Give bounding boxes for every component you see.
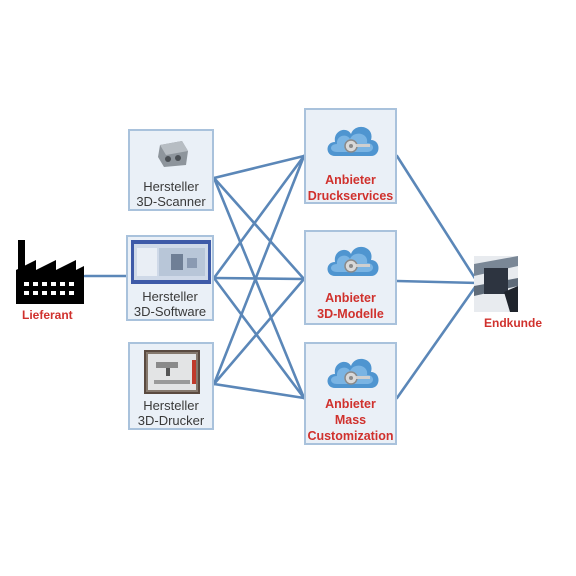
manufacturer-line2: 3D-Scanner <box>136 194 206 209</box>
provider-line1: Anbieter <box>325 291 376 305</box>
provider-line2: 3D-Modelle <box>317 307 384 321</box>
connector-modelle-end <box>395 279 480 285</box>
manufacturer-line2: 3D-Drucker <box>137 413 205 428</box>
end-customer-label: Endkunde <box>484 316 543 330</box>
provider-box-3d-modelle: Anbieter 3D-Modelle <box>304 230 397 325</box>
provider-box-druckservices: Anbieter Druckservices <box>304 108 397 204</box>
provider-box-mass-customization: Anbieter Mass Customization <box>304 342 397 445</box>
provider-line2: Druckservices <box>307 189 394 203</box>
provider-line1: Anbieter <box>325 173 376 187</box>
3d-printer-icon <box>144 350 200 394</box>
connector-scanner-modelle <box>212 176 306 281</box>
manufacturer-line1: Hersteller <box>143 398 199 413</box>
supplier-node: Lieferant <box>12 238 88 322</box>
supplier-label: Lieferant <box>22 308 73 322</box>
connector-drucker-mass <box>212 382 306 400</box>
connector-druck-end <box>395 154 480 285</box>
provider-line1: Anbieter <box>325 397 376 411</box>
connector-software-mass <box>212 276 306 400</box>
software-screenshot-icon <box>131 240 211 284</box>
connector-mass-end <box>395 281 480 400</box>
connector-software-druck <box>212 154 306 280</box>
provider-line2: Mass <box>334 413 367 427</box>
connector-scanner-mass <box>212 176 306 400</box>
manufacturer-box-scanner: Hersteller 3D-Scanner <box>128 129 214 211</box>
manufacturer-line1: Hersteller <box>142 289 198 304</box>
cloud-key-icon <box>327 358 379 388</box>
connector-drucker-modelle <box>212 277 306 386</box>
factory-icon <box>16 240 84 304</box>
connector-scanner-druck <box>212 154 306 180</box>
scanner-icon <box>158 141 188 167</box>
connector-software-modelle <box>212 276 306 281</box>
provider-line3: Customization <box>307 429 394 443</box>
cloud-key-icon <box>327 126 379 156</box>
end-customer-node: Endkunde <box>474 252 576 336</box>
end-customer-photo <box>474 256 518 312</box>
connector-drucker-druck <box>212 154 306 386</box>
manufacturer-line1: Hersteller <box>143 179 199 194</box>
manufacturer-box-software: Hersteller 3D-Software <box>126 235 214 321</box>
manufacturer-box-printer: Hersteller 3D-Drucker <box>128 342 214 430</box>
manufacturer-line2: 3D-Software <box>133 304 207 319</box>
cloud-key-icon <box>327 246 379 276</box>
